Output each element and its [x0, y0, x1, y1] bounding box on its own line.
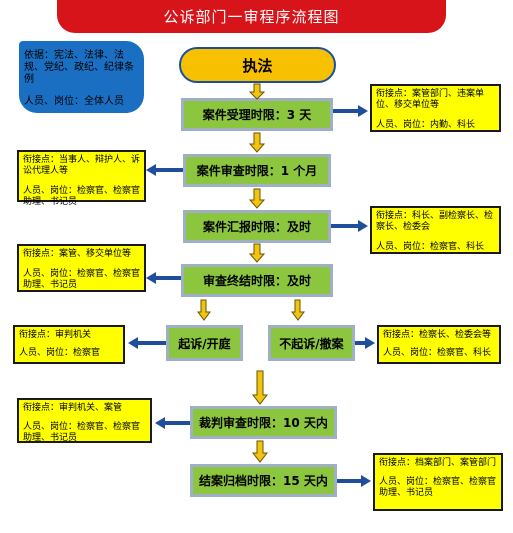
arrow-down-1	[248, 83, 266, 100]
step-case-archive: 结案归档时限：15 天内	[190, 464, 337, 497]
note-review: 衔接点：当事人、辩护人、诉讼代理人等 人员、岗位：检察官、检察官助理、书记员	[17, 150, 146, 207]
arrow-right-1	[333, 105, 368, 117]
step-prosecution: 起诉/开庭	[166, 325, 243, 361]
arrow-left-2	[146, 164, 183, 176]
note-non-prosecution: 衔接点：检察长、检委会等 人员、岗位：检察官、科长	[377, 325, 501, 364]
note-contact: 衔接点：审判机关	[19, 330, 92, 340]
note-contact: 衔接点：检察长、检委会等	[383, 330, 492, 340]
note-prosecution: 衔接点：审判机关 人员、岗位：检察官	[13, 325, 125, 364]
note-people: 人员、岗位：检察官、科长	[383, 348, 492, 358]
note-contact: 衔接点：审判机关、案管	[23, 403, 123, 413]
note-contact: 衔接点：案管部门、违案单位、移交单位等	[376, 89, 485, 110]
arrow-down-8	[251, 440, 269, 463]
arrow-down-5	[197, 299, 211, 321]
arrow-left-4	[146, 272, 181, 284]
basis-text: 依据：宪法、法律、法规、党纪、政纪、纪律条例	[24, 50, 134, 85]
note-contact: 衔接点：科长、副检察长、检察长、检委会	[376, 211, 494, 232]
note-report: 衔接点：科长、副检察长、检察长、检委会 人员、岗位：检察官、科长	[370, 206, 501, 254]
page-title: 公诉部门一审程序流程图	[57, 0, 446, 33]
arrow-left-5	[128, 337, 166, 349]
step-case-review: 案件审查时限：1 个月	[183, 154, 331, 187]
note-contact: 衔接点：档案部门、案管部门	[379, 458, 497, 468]
note-contact: 衔接点：案管、移交单位等	[23, 249, 132, 259]
arrow-down-6	[291, 299, 305, 321]
note-people: 人员、岗位：检察官、检察官助理、书记员	[23, 186, 141, 207]
step-judgment-review: 裁判审查时限：10 天内	[190, 406, 337, 439]
note-archive: 衔接点：档案部门、案管部门 人员、岗位：检察官、检察官助理、书记员	[373, 453, 503, 511]
note-people: 人员、岗位：检察官、检察官助理、书记员	[379, 477, 497, 498]
note-people: 人员、岗位：内勤、科长	[376, 120, 476, 130]
arrow-right-8	[337, 475, 371, 487]
arrow-right-6	[355, 337, 375, 349]
note-people: 人员、岗位：检察官	[19, 348, 101, 358]
arrow-right-3	[331, 220, 368, 232]
arrow-down-4	[248, 243, 266, 263]
basis-people: 人员、岗位：全体人员	[24, 96, 124, 107]
step-review-conclusion: 审查终结时限：及时	[181, 264, 333, 297]
basis-box: 依据：宪法、法律、法规、党纪、政纪、纪律条例 人员、岗位：全体人员	[19, 41, 144, 113]
note-judgment: 衔接点：审判机关、案管 人员、岗位：检察官、检察官助理、书记员	[17, 398, 152, 443]
note-people: 人员、岗位：检察官、科长	[376, 242, 485, 252]
note-acceptance: 衔接点：案管部门、违案单位、移交单位等 人员、岗位：内勤、科长	[370, 84, 501, 132]
arrow-down-3	[248, 188, 266, 209]
note-contact: 衔接点：当事人、辩护人、诉讼代理人等	[23, 155, 141, 176]
step-case-report: 案件汇报时限：及时	[183, 210, 331, 243]
note-people: 人员、岗位：检察官、检察官助理、书记员	[23, 269, 141, 290]
note-people: 人员、岗位：检察官、检察官助理、书记员	[23, 422, 141, 443]
note-conclusion: 衔接点：案管、移交单位等 人员、岗位：检察官、检察官助理、书记员	[17, 244, 146, 292]
arrow-down-2	[248, 132, 266, 153]
start-node: 执法	[179, 47, 336, 83]
arrow-down-7	[251, 370, 269, 405]
step-non-prosecution: 不起诉/撤案	[268, 325, 355, 361]
arrow-left-7	[155, 417, 190, 429]
